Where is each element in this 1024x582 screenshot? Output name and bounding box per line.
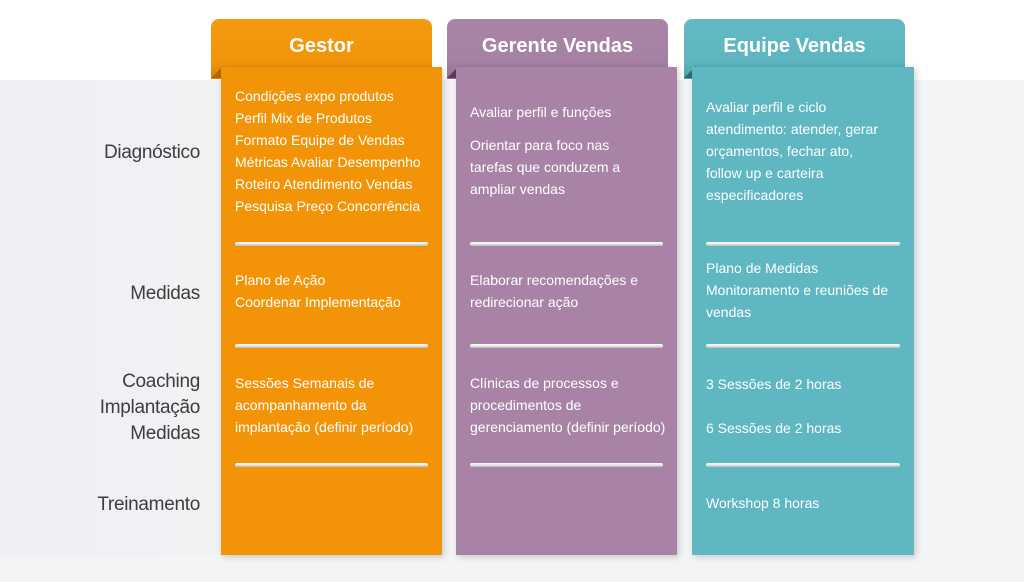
cell-gerente-diagnostico-a: Avaliar perfil e funções <box>470 101 667 123</box>
row-label-coaching-line: Coaching <box>122 371 200 392</box>
cell-line: Roteiro Atendimento Vendas <box>235 176 413 192</box>
cell-equipe-treinamento: Workshop 8 horas <box>706 492 904 514</box>
cell-line: atendimento: atender, gerar <box>706 121 879 137</box>
row-label-coaching: Coaching Implantação Medidas <box>99 369 201 447</box>
fold-corner <box>211 66 223 78</box>
cell-gerente-coaching: Clínicas de processos e procedimentos de… <box>470 372 667 438</box>
cell-gestor-medidas: Plano de Ação Coordenar Implementação <box>235 269 432 313</box>
cell-line: Avaliar perfil e ciclo <box>706 99 827 115</box>
row-label-coaching-line: Implantação <box>99 397 201 418</box>
row-divider <box>470 463 663 467</box>
row-divider <box>706 242 900 246</box>
cell-line: 6 Sessões de 2 horas <box>706 420 842 436</box>
cell-gestor-coaching: Sessões Semanais de acompanhamento da im… <box>235 372 432 438</box>
cell-line: 3 Sessões de 2 horas <box>706 376 842 392</box>
cell-line: Plano de Ação <box>235 272 326 288</box>
cell-line: follow up e carteira <box>706 165 824 181</box>
row-divider <box>706 344 900 348</box>
cell-line: especificadores <box>706 187 804 203</box>
cell-line: Elaborar recomendações e <box>470 272 639 288</box>
row-divider <box>470 344 663 348</box>
column-body-equipe-vendas: Avaliar perfil e ciclo atendimento: aten… <box>692 67 914 555</box>
cell-line: Orientar para foco nas <box>470 137 610 153</box>
cell-line: Clínicas de processos e <box>470 375 619 391</box>
cell-line: gerenciamento (definir período) <box>470 419 666 435</box>
column-body-gerente-vendas: Avaliar perfil e funções Orientar para f… <box>456 67 677 555</box>
cell-line: implantação (definir período) <box>235 419 414 435</box>
row-label-treinamento: Treinamento <box>97 494 200 515</box>
cell-line: ampliar vendas <box>470 181 565 197</box>
cell-line: Plano de Medidas <box>706 260 819 276</box>
cell-gestor-diagnostico: Condições expo produtos Perfil Mix de Pr… <box>235 85 432 217</box>
cell-line: tarefas que conduzem a <box>470 159 621 175</box>
cell-line: Condições expo produtos <box>235 88 394 104</box>
row-label-medidas: Medidas <box>130 283 200 304</box>
cell-line: orçamentos, fechar ato, <box>706 143 854 159</box>
column-body-gestor: Condições expo produtos Perfil Mix de Pr… <box>221 67 442 555</box>
cell-line: Perfil Mix de Produtos <box>235 110 372 126</box>
cell-line: acompanhamento da <box>235 397 367 413</box>
cell-line: redirecionar ação <box>470 294 579 310</box>
row-label-diagnostico: Diagnóstico <box>104 142 200 163</box>
cell-line: Monitoramento e reuniões de <box>706 282 889 298</box>
cell-equipe-coaching-b: 6 Sessões de 2 horas <box>706 417 904 439</box>
cell-line: Métricas Avaliar Desempenho <box>235 154 421 170</box>
row-divider <box>235 242 428 246</box>
cell-equipe-medidas: Plano de Medidas Monitoramento e reuniõe… <box>706 257 904 323</box>
cell-line: procedimentos de <box>470 397 582 413</box>
cell-gerente-diagnostico-b: Orientar para foco nas tarefas que condu… <box>470 134 667 200</box>
cell-line: vendas <box>706 304 752 320</box>
cell-line: Sessões Semanais de <box>235 375 375 391</box>
cell-gerente-medidas: Elaborar recomendações e redirecionar aç… <box>470 269 667 313</box>
row-divider <box>235 344 428 348</box>
cell-line: Workshop 8 horas <box>706 495 820 511</box>
row-divider <box>706 463 900 467</box>
cell-equipe-diagnostico: Avaliar perfil e ciclo atendimento: aten… <box>706 96 904 206</box>
cell-line: Formato Equipe de Vendas <box>235 132 405 148</box>
cell-equipe-coaching-a: 3 Sessões de 2 horas <box>706 373 904 395</box>
row-divider <box>235 463 428 467</box>
cell-line: Avaliar perfil e funções <box>470 104 612 120</box>
row-label-coaching-line: Medidas <box>130 423 200 444</box>
cell-line: Coordenar Implementação <box>235 294 401 310</box>
row-divider <box>470 242 663 246</box>
cell-line: Pesquisa Preço Concorrência <box>235 198 421 214</box>
